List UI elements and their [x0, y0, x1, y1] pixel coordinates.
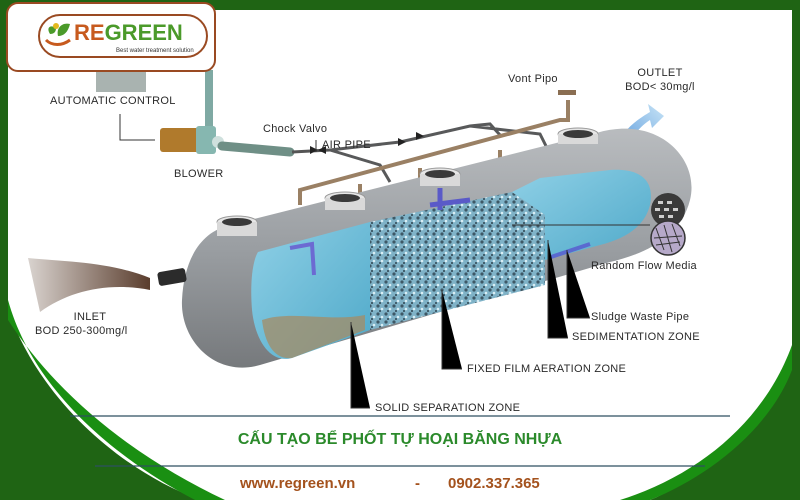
label-solid-separation-zone: SOLID SEPARATION ZONE: [375, 402, 521, 414]
label-outlet-bod: BOD< 30mg/l: [625, 81, 695, 93]
label-sedimentation-zone: SEDIMENTATION ZONE: [572, 331, 700, 343]
fixed-film-media: [370, 192, 545, 330]
septic-tank-diagram: [8, 70, 792, 500]
footer-separator: -: [415, 475, 420, 492]
check-valve: [310, 146, 318, 154]
label-random-flow-media: Random Flow Media: [591, 260, 697, 272]
website-link[interactable]: www.regreen.vn: [240, 475, 356, 492]
label-inlet: INLET: [73, 311, 107, 323]
label-outlet: OUTLET: [637, 67, 683, 79]
logo-wordmark: REGREEN: [74, 20, 183, 45]
label-blower: BLOWER: [174, 168, 224, 180]
left-border: [0, 0, 8, 500]
label-air-pipe: AIR PIPE: [322, 139, 371, 151]
logo-tagline: Best water treatment solution: [116, 48, 194, 54]
label-sludge-waste-pipe: Sludge Waste Pipe: [591, 311, 690, 323]
inlet-flow: [28, 258, 150, 312]
right-border: [792, 0, 800, 500]
sedimentation-compartment: [512, 169, 651, 260]
label-automatic-control: AUTOMATIC CONTROL: [50, 95, 176, 107]
diagram-panel: [8, 10, 792, 500]
phone-number[interactable]: 0902.337.365: [448, 475, 540, 492]
label-check-valve: Chock Valvo: [263, 123, 328, 135]
leaf-hand-icon: [44, 23, 71, 46]
automatic-control-box: [96, 70, 146, 92]
label-fixed-film-aeration-zone: FIXED FILM AERATION ZONE: [467, 363, 627, 375]
logo-pill: [38, 14, 208, 58]
blower-unit: [160, 128, 200, 152]
inlet-pipe: [157, 268, 187, 286]
label-inlet-bod: BOD 250-300mg/l: [35, 325, 128, 337]
logo-card: REGREEN Best water treatment solution: [6, 2, 216, 72]
top-border: [0, 0, 800, 10]
caption-title: CẤU TẠO BỂ PHỐT TỰ HOẠI BĂNG NHỰA: [237, 431, 563, 448]
label-vent-pipe: Vont Pipo: [508, 73, 558, 85]
